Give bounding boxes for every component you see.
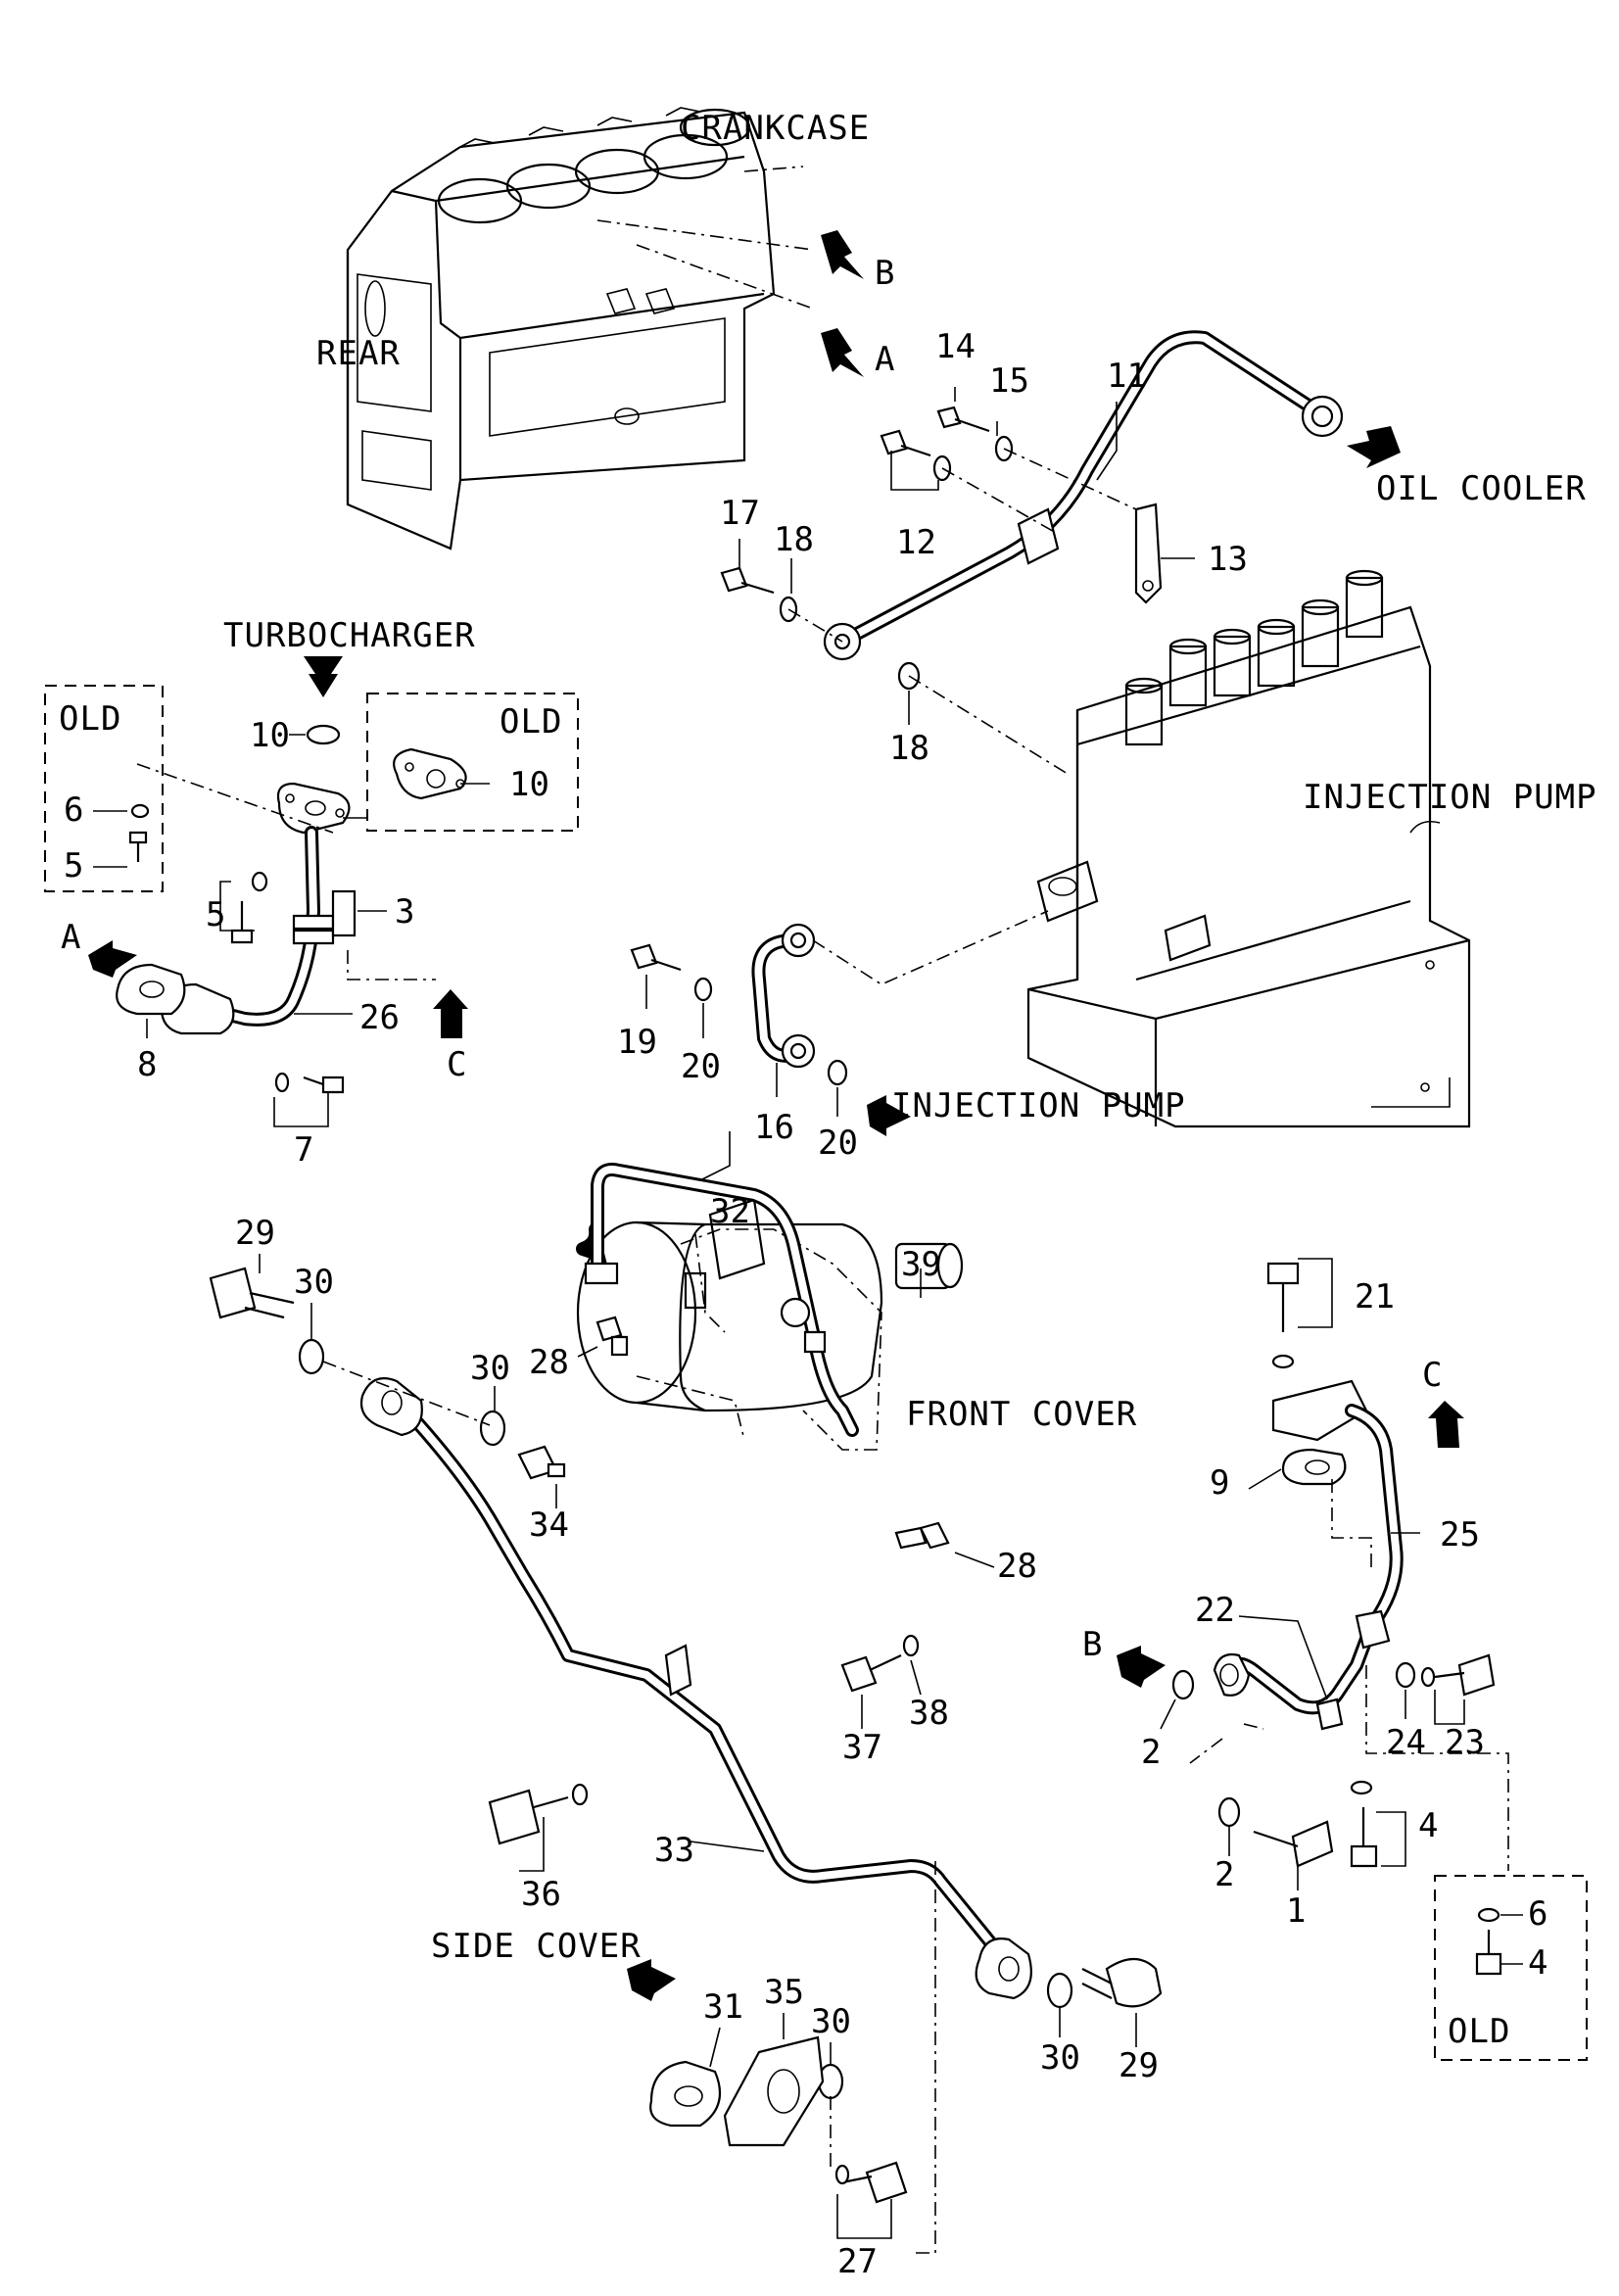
callout-16: 16 [754,1108,794,1147]
marker-c-left: C [447,1045,467,1084]
label-crankcase: CRANKCASE [681,109,870,148]
label-injection-pump-top: INJECTION PUMP [1303,778,1597,817]
label-front-cover: FRONT COVER [906,1395,1137,1434]
callout-22: 22 [1195,1591,1235,1630]
label-old-3: OLD [1448,2012,1510,2051]
callout-20-b: 20 [818,1124,858,1163]
label-old-1: OLD [59,699,121,739]
callout-30-c: 30 [811,2002,851,2041]
callout-33: 33 [654,1831,694,1870]
callout-23: 23 [1445,1723,1485,1762]
callout-14: 14 [935,327,976,366]
arrow-a-left [88,940,137,978]
callout-28-b: 28 [997,1547,1037,1586]
injection-pump-drawing [1026,569,1471,1128]
oil-pipe-25-assembly [1160,1258,1588,2061]
arrow-b-right [1117,1646,1166,1688]
callout-6-a: 6 [64,790,83,830]
callout-20-a: 20 [681,1047,721,1086]
callout-12: 12 [896,523,936,562]
callout-7: 7 [294,1130,313,1170]
callout-2-a: 2 [1141,1733,1161,1772]
callout-24: 24 [1386,1723,1426,1762]
oil-cooler-pipe-assembly [720,330,1344,775]
callout-5-a: 5 [64,846,83,885]
callout-2-b: 2 [1214,1855,1234,1894]
view-marker-letters: B A A C C B [61,254,1443,1664]
label-side-cover: SIDE COVER [431,1927,642,1966]
callout-4-a: 4 [1418,1806,1438,1845]
oil-pipe-33-assembly [209,1254,1163,2254]
marker-a-top: A [875,340,895,379]
callout-26: 26 [359,998,400,1037]
arrow-injection-pump [867,1095,911,1136]
marker-b-top: B [875,254,895,293]
label-old-2: OLD [500,702,562,741]
callout-19: 19 [617,1023,657,1062]
callout-38: 38 [909,1694,949,1733]
callout-9: 9 [1210,1463,1229,1503]
callout-31: 31 [703,1987,743,2027]
arrow-side-cover [627,1959,676,2001]
old-box-left [44,685,164,892]
label-oil-cooler: OIL COOLER [1376,469,1587,508]
marker-a-left: A [61,918,81,957]
callout-27: 27 [837,2242,878,2281]
callout-10-a: 10 [250,716,290,755]
callout-39: 39 [901,1245,941,1284]
callout-30-b: 30 [470,1349,510,1388]
label-injection-pump-bottom: INJECTION PUMP [891,1086,1186,1125]
callout-36: 36 [521,1875,561,1914]
arrow-turbocharger [304,656,343,697]
arrow-c-right [1428,1401,1464,1448]
callout-1: 1 [1286,1891,1306,1931]
section-labels: CRANKCASE REAR OIL COOLER TURBOCHARGER I… [59,109,1597,2051]
marker-b-right: B [1082,1625,1103,1664]
injection-pump-pipe-assembly [630,910,1049,1117]
arrow-b-top [821,230,864,279]
part-callouts: 14 15 11 12 13 17 18 18 6 5 10 10 5 3 8 … [64,327,1548,2281]
callout-29-b: 29 [1119,2046,1159,2085]
callout-30-a: 30 [294,1263,334,1302]
turbocharger-pipe-assembly [44,685,579,1127]
callout-35: 35 [764,1973,804,2012]
callout-15: 15 [989,361,1029,401]
old-box-center [366,693,579,832]
callout-25: 25 [1440,1515,1480,1555]
callout-17: 17 [720,494,760,533]
callout-18-a: 18 [774,520,814,559]
label-turbocharger: TURBOCHARGER [223,616,476,655]
callout-29-a: 29 [235,1214,275,1253]
crankcase-drawing [346,107,814,550]
view-arrows [88,230,1464,2001]
callout-4-b: 4 [1528,1943,1548,1983]
callout-10-b: 10 [509,765,549,804]
arrow-a-top [821,328,864,377]
callout-21: 21 [1355,1277,1395,1316]
front-cover-assembly [517,1131,995,1729]
callout-28-a: 28 [529,1343,569,1382]
callout-3: 3 [395,892,414,932]
callout-13: 13 [1208,540,1248,579]
old-box-right [1434,1875,1588,2061]
callout-11: 11 [1107,357,1147,396]
marker-c-right: C [1422,1356,1443,1395]
callout-8: 8 [137,1045,157,1084]
callout-34: 34 [529,1506,569,1545]
callout-37: 37 [842,1728,882,1767]
callout-6-b: 6 [1528,1894,1548,1934]
arrow-c-left [433,989,468,1038]
label-rear: REAR [316,334,401,373]
callout-30-d: 30 [1040,2038,1080,2078]
callout-32: 32 [710,1192,750,1231]
callout-18-b: 18 [889,729,929,768]
arrow-oil-cooler [1347,426,1401,468]
callout-5-b: 5 [206,895,225,934]
